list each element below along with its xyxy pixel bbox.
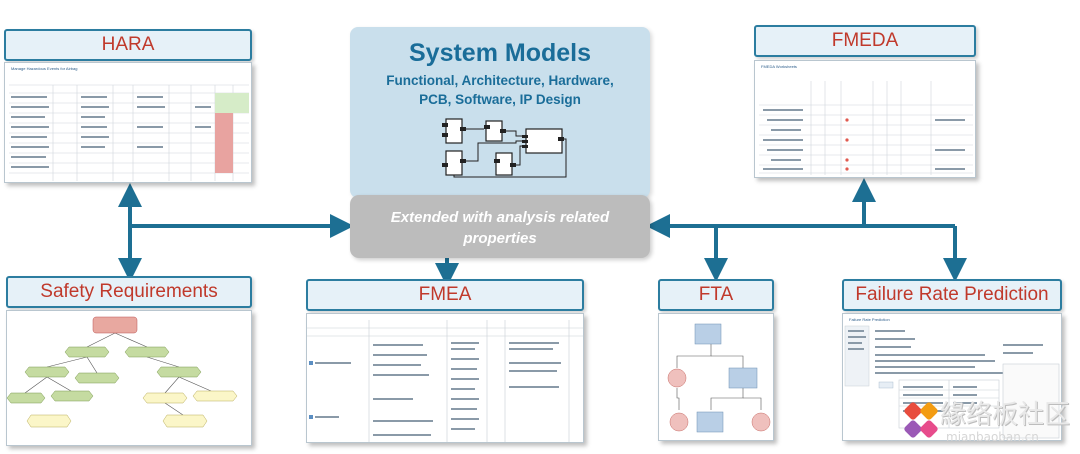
fmeda-thumbnail-title: FMEDA Worksheets <box>761 64 797 69</box>
extended-line2: properties <box>463 230 537 247</box>
safety-requirements-label-text: Safety Requirements <box>40 281 218 302</box>
hara-thumbnail-title: Manage Hazardous Events for Airbag <box>11 66 78 71</box>
safety-requirements-tree-graphic <box>7 316 238 428</box>
watermark: 緣络板社区 mianbaoban.cn <box>900 392 1080 454</box>
system-models-subtitle: Functional, Architecture, Hardware, PCB,… <box>350 71 650 109</box>
extended-line1: Extended with analysis related <box>390 209 610 226</box>
safety-requirements-thumbnail <box>6 310 252 446</box>
fmea-thumbnail <box>306 313 584 443</box>
fmeda-label: FMEDA <box>754 25 976 57</box>
system-models-subtitle-line2: PCB, Software, IP Design <box>419 92 581 107</box>
fmeda-table-graphic <box>759 81 973 175</box>
hara-label-text: HARA <box>101 34 155 55</box>
fta-thumbnail <box>658 313 774 441</box>
fta-label-text: FTA <box>698 284 734 305</box>
block-diagram-icon <box>442 118 567 178</box>
fmea-label-text: FMEA <box>418 284 472 305</box>
system-models-subtitle-line1: Functional, Architecture, Hardware, <box>386 73 614 88</box>
fmea-table-graphic <box>307 320 583 442</box>
system-models-title: System Models <box>408 39 591 67</box>
watermark-url: mianbaoban.cn <box>946 430 1039 444</box>
hara-table-graphic <box>9 84 249 181</box>
hara-label: HARA <box>4 29 252 61</box>
extended-properties-panel: Extended with analysis related propertie… <box>350 195 650 258</box>
fta-tree-graphic <box>667 323 771 433</box>
watermark-logo-icon <box>904 402 938 438</box>
failure-rate-prediction-thumbnail: Failure Rate Prediction <box>842 313 1062 441</box>
failure-rate-prediction-label-text: Failure Rate Prediction <box>855 284 1049 305</box>
frp-thumbnail-title: Failure Rate Prediction <box>849 317 890 322</box>
fmea-label: FMEA <box>306 279 584 311</box>
system-models-panel: System Models Functional, Architecture, … <box>350 27 650 198</box>
fta-label: FTA <box>658 279 774 311</box>
extended-properties-text: Extended with analysis related propertie… <box>350 207 650 249</box>
failure-rate-prediction-label: Failure Rate Prediction <box>842 279 1062 311</box>
fmeda-label-text: FMEDA <box>831 30 899 51</box>
fmeda-thumbnail: FMEDA Worksheets <box>754 60 976 178</box>
frp-form-graphic <box>844 325 1060 439</box>
hara-thumbnail: Manage Hazardous Events for Airbag <box>4 62 252 183</box>
safety-requirements-label: Safety Requirements <box>6 276 252 308</box>
watermark-text: 緣络板社区 <box>940 400 1071 430</box>
